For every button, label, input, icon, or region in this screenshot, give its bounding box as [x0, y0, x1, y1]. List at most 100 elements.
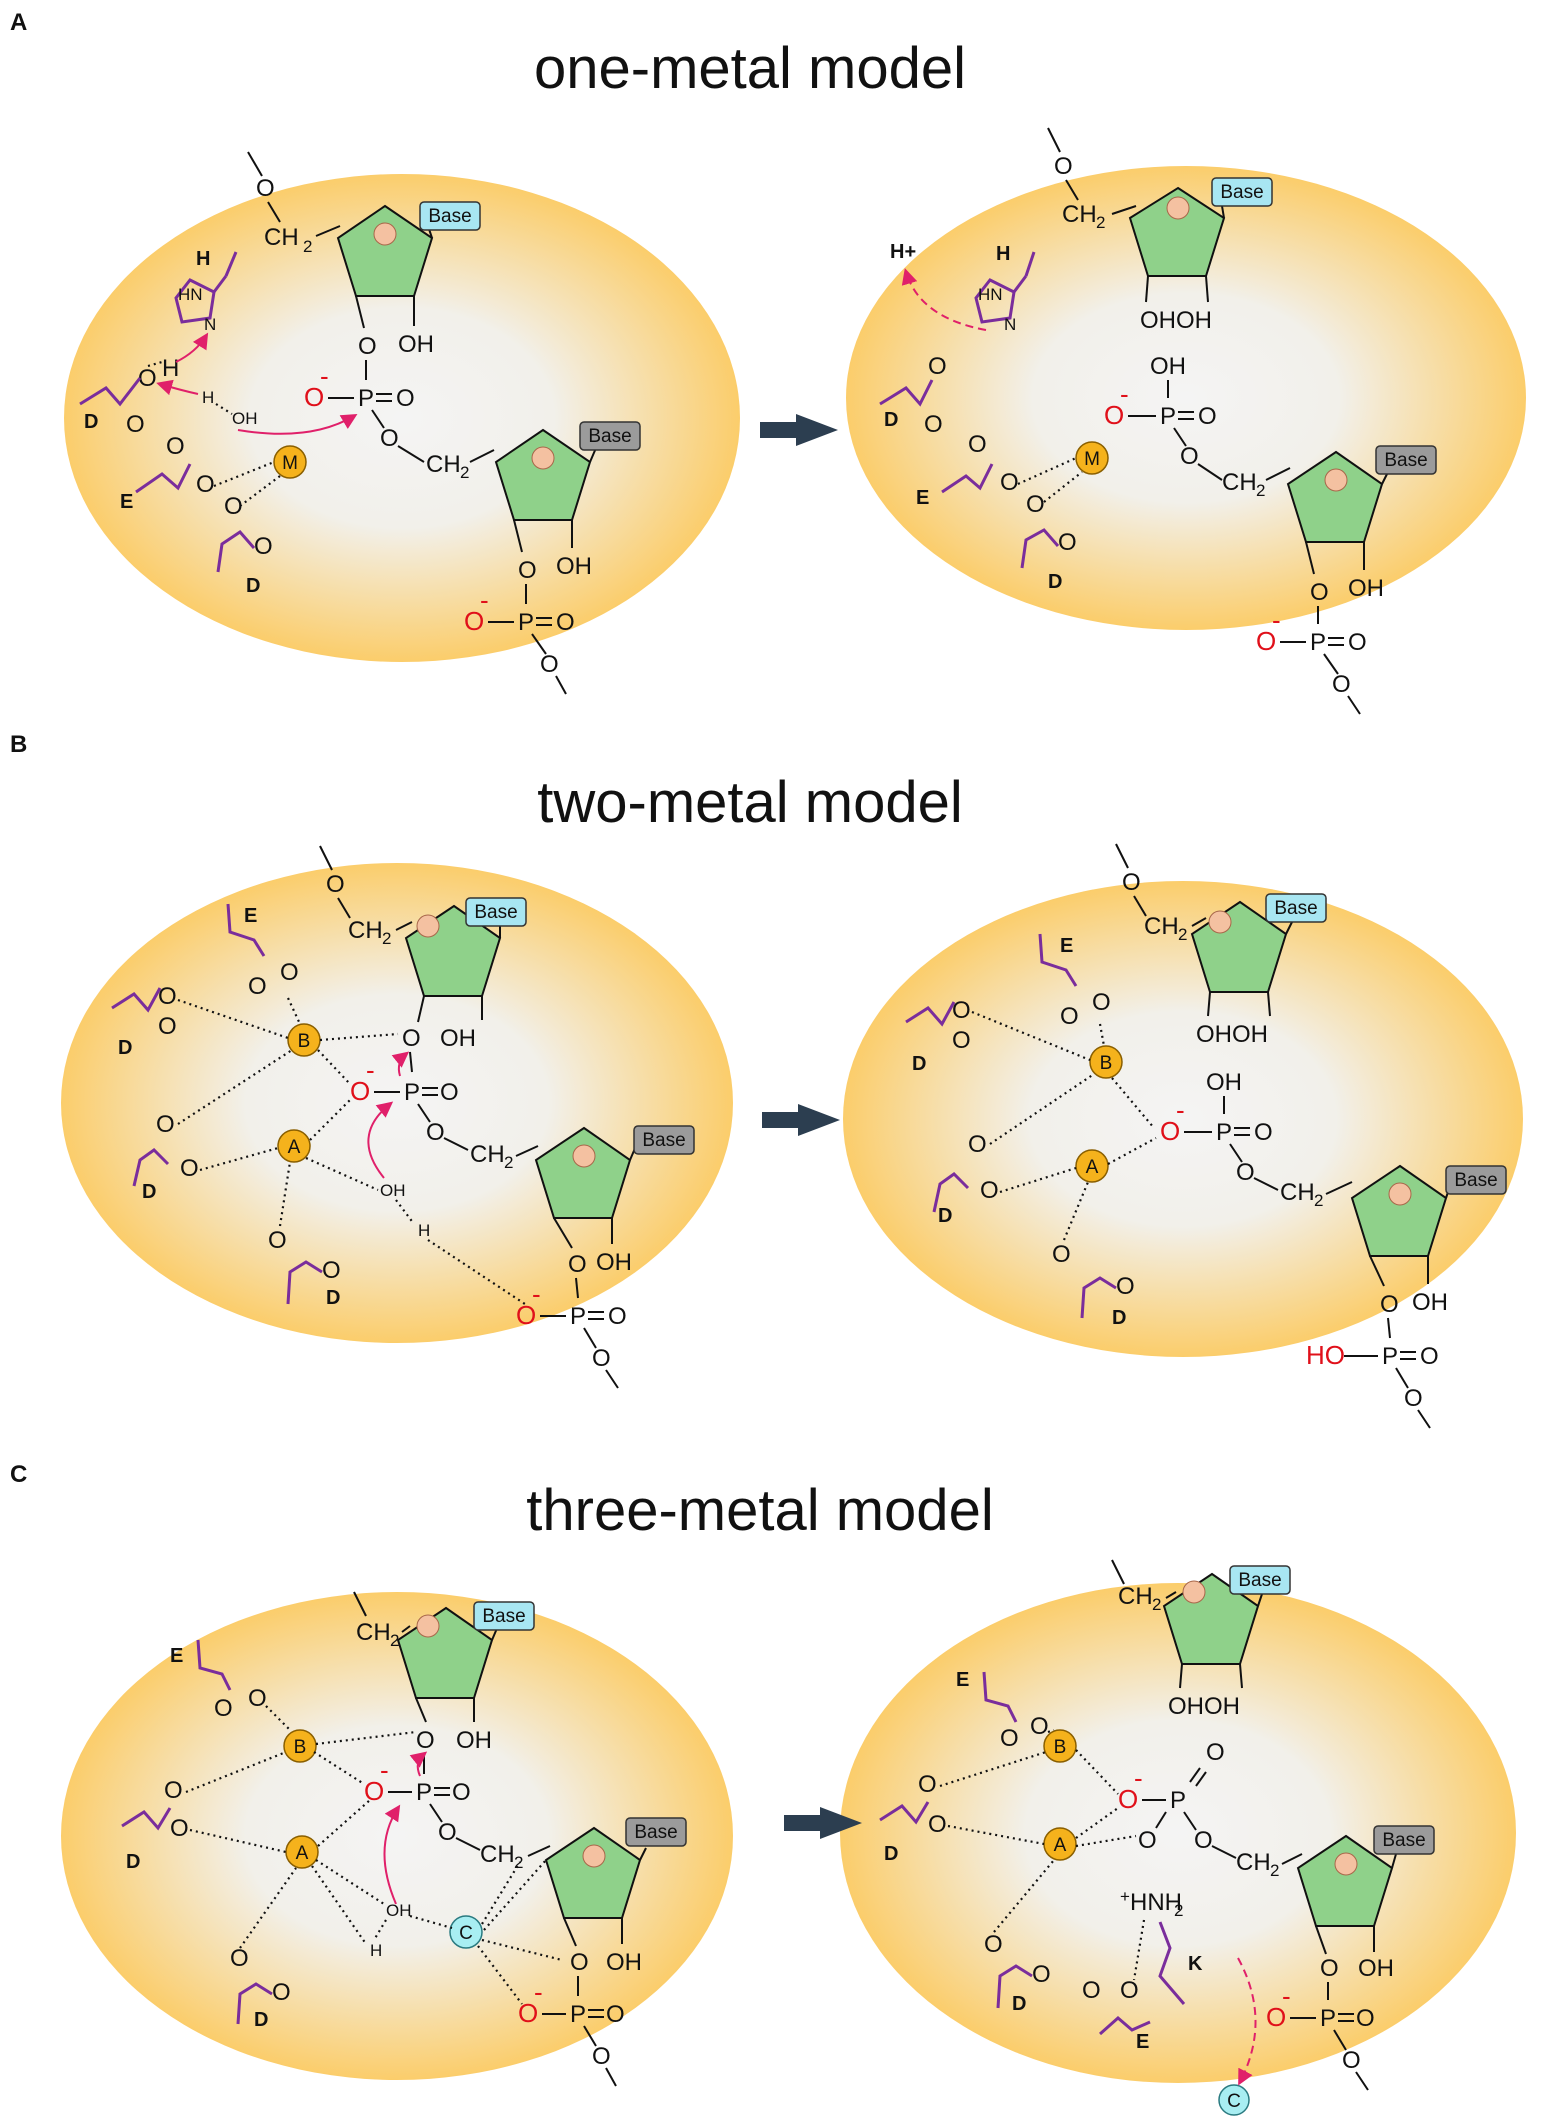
svg-text:HN: HN — [978, 285, 1003, 304]
svg-text:O: O — [138, 365, 157, 392]
svg-text:B: B — [298, 1031, 311, 1052]
svg-text:O: O — [350, 1076, 370, 1106]
svg-text:-: - — [480, 585, 489, 615]
svg-text:P: P — [1160, 403, 1176, 430]
svg-text:O: O — [570, 1949, 589, 1976]
svg-text:OH: OH — [556, 553, 592, 580]
svg-text:O: O — [1122, 869, 1141, 896]
svg-text:2: 2 — [382, 929, 391, 948]
svg-text:D: D — [884, 409, 898, 431]
base-label-box: Base — [579, 421, 641, 451]
svg-text:-: - — [366, 1055, 375, 1085]
svg-text:2: 2 — [1174, 1901, 1183, 1920]
svg-text:2: 2 — [1256, 481, 1265, 500]
svg-text:O: O — [1052, 1241, 1071, 1268]
svg-text:O: O — [1032, 1961, 1051, 1988]
svg-text:E: E — [170, 1645, 183, 1667]
svg-text:OHOH: OHOH — [1196, 1021, 1268, 1048]
svg-text:D: D — [1012, 1993, 1026, 2015]
svg-text:O: O — [268, 1227, 287, 1254]
svg-text:O: O — [452, 1779, 471, 1806]
svg-text:D: D — [84, 411, 98, 433]
svg-text:CH: CH — [356, 1619, 391, 1646]
svg-text:Base: Base — [1384, 450, 1427, 471]
sugar-pentagon — [336, 204, 434, 297]
svg-text:CH: CH — [1144, 913, 1179, 940]
panel-c-left-structure: CH 2 Base OH O P O - O O CH 2 Base — [121, 1591, 687, 2087]
svg-text:E: E — [956, 1669, 969, 1691]
svg-text:Base: Base — [428, 206, 471, 227]
svg-text:A: A — [296, 1843, 309, 1864]
panel-c-right-structure: CH 2 Base OHOH O P O - O O CH 2 Ba — [879, 1559, 1435, 2116]
svg-text:B: B — [294, 1737, 307, 1758]
svg-text:O: O — [1198, 403, 1217, 430]
svg-text:OH: OH — [440, 1025, 476, 1052]
svg-text:D: D — [884, 1843, 898, 1865]
svg-text:E: E — [244, 905, 257, 927]
reaction-arrow-b — [762, 1104, 840, 1136]
svg-text:E: E — [120, 491, 133, 513]
svg-text:E: E — [1060, 935, 1073, 957]
active-site-ellipse-b-left — [61, 863, 733, 1343]
base-label-box: Base — [473, 1601, 535, 1631]
svg-text:2: 2 — [1152, 1595, 1161, 1614]
svg-text:-: - — [534, 1977, 543, 2007]
svg-text:OHOH: OHOH — [1168, 1693, 1240, 1720]
svg-text:O: O — [568, 1251, 587, 1278]
svg-text:-: - — [1120, 379, 1129, 409]
reaction-arrow-a — [760, 414, 838, 446]
svg-text:O: O — [322, 1257, 341, 1284]
metal-a — [285, 1835, 319, 1869]
metal-a — [277, 1129, 311, 1163]
panel-a-right-structure: O CH 2 Base OHOH OH P O - O O CH 2 — [879, 127, 1437, 715]
svg-text:OH: OH — [232, 409, 258, 428]
svg-text:O: O — [280, 959, 299, 986]
svg-text:2: 2 — [514, 1853, 523, 1872]
metal-b — [283, 1729, 317, 1763]
svg-text:O: O — [556, 609, 575, 636]
svg-text:O: O — [984, 1931, 1003, 1958]
svg-text:N: N — [204, 315, 216, 334]
base-label-box: Base — [1211, 177, 1273, 207]
svg-text:O: O — [1256, 626, 1276, 656]
svg-text:B: B — [1054, 1737, 1067, 1758]
ch2-label: CH — [264, 224, 299, 251]
svg-text:D: D — [126, 1851, 140, 1873]
svg-text:K: K — [1188, 1953, 1203, 1975]
svg-text:-: - — [320, 361, 329, 391]
panel-letter-b: B — [10, 731, 27, 758]
svg-text:O: O — [918, 1771, 937, 1798]
metal-b — [1089, 1045, 1123, 1079]
svg-text:CH: CH — [348, 917, 383, 944]
svg-text:-: - — [1282, 1981, 1291, 2011]
svg-text:2: 2 — [1314, 1191, 1323, 1210]
svg-text:O: O — [924, 411, 943, 438]
svg-text:P: P — [570, 2001, 586, 2028]
svg-text:OH: OH — [1412, 1289, 1448, 1316]
svg-text:Base: Base — [474, 902, 517, 923]
svg-text:OH: OH — [386, 1901, 412, 1920]
svg-text:-: - — [1272, 605, 1281, 635]
svg-text:C: C — [459, 1923, 473, 1944]
base-label-box: Base — [633, 1125, 695, 1155]
svg-text:O: O — [156, 1111, 175, 1138]
svg-text:O: O — [1180, 443, 1199, 470]
svg-text:Base: Base — [1274, 898, 1317, 919]
base-label-box: Base — [1229, 1565, 1291, 1595]
svg-text:H: H — [370, 1941, 382, 1960]
svg-text:O: O — [426, 1119, 445, 1146]
svg-text:O: O — [1236, 1159, 1255, 1186]
svg-text:CH: CH — [1222, 469, 1257, 496]
svg-text:O: O — [358, 333, 377, 360]
svg-text:H: H — [418, 1221, 430, 1240]
svg-text:O: O — [248, 1685, 267, 1712]
svg-text:O: O — [1138, 1827, 1157, 1854]
svg-text:A: A — [288, 1137, 301, 1158]
svg-text:Base: Base — [588, 426, 631, 447]
svg-text:2: 2 — [460, 463, 469, 482]
svg-text:P: P — [518, 609, 534, 636]
svg-text:O: O — [438, 1819, 457, 1846]
svg-text:D: D — [912, 1053, 926, 1075]
metal-a — [1075, 1149, 1109, 1183]
